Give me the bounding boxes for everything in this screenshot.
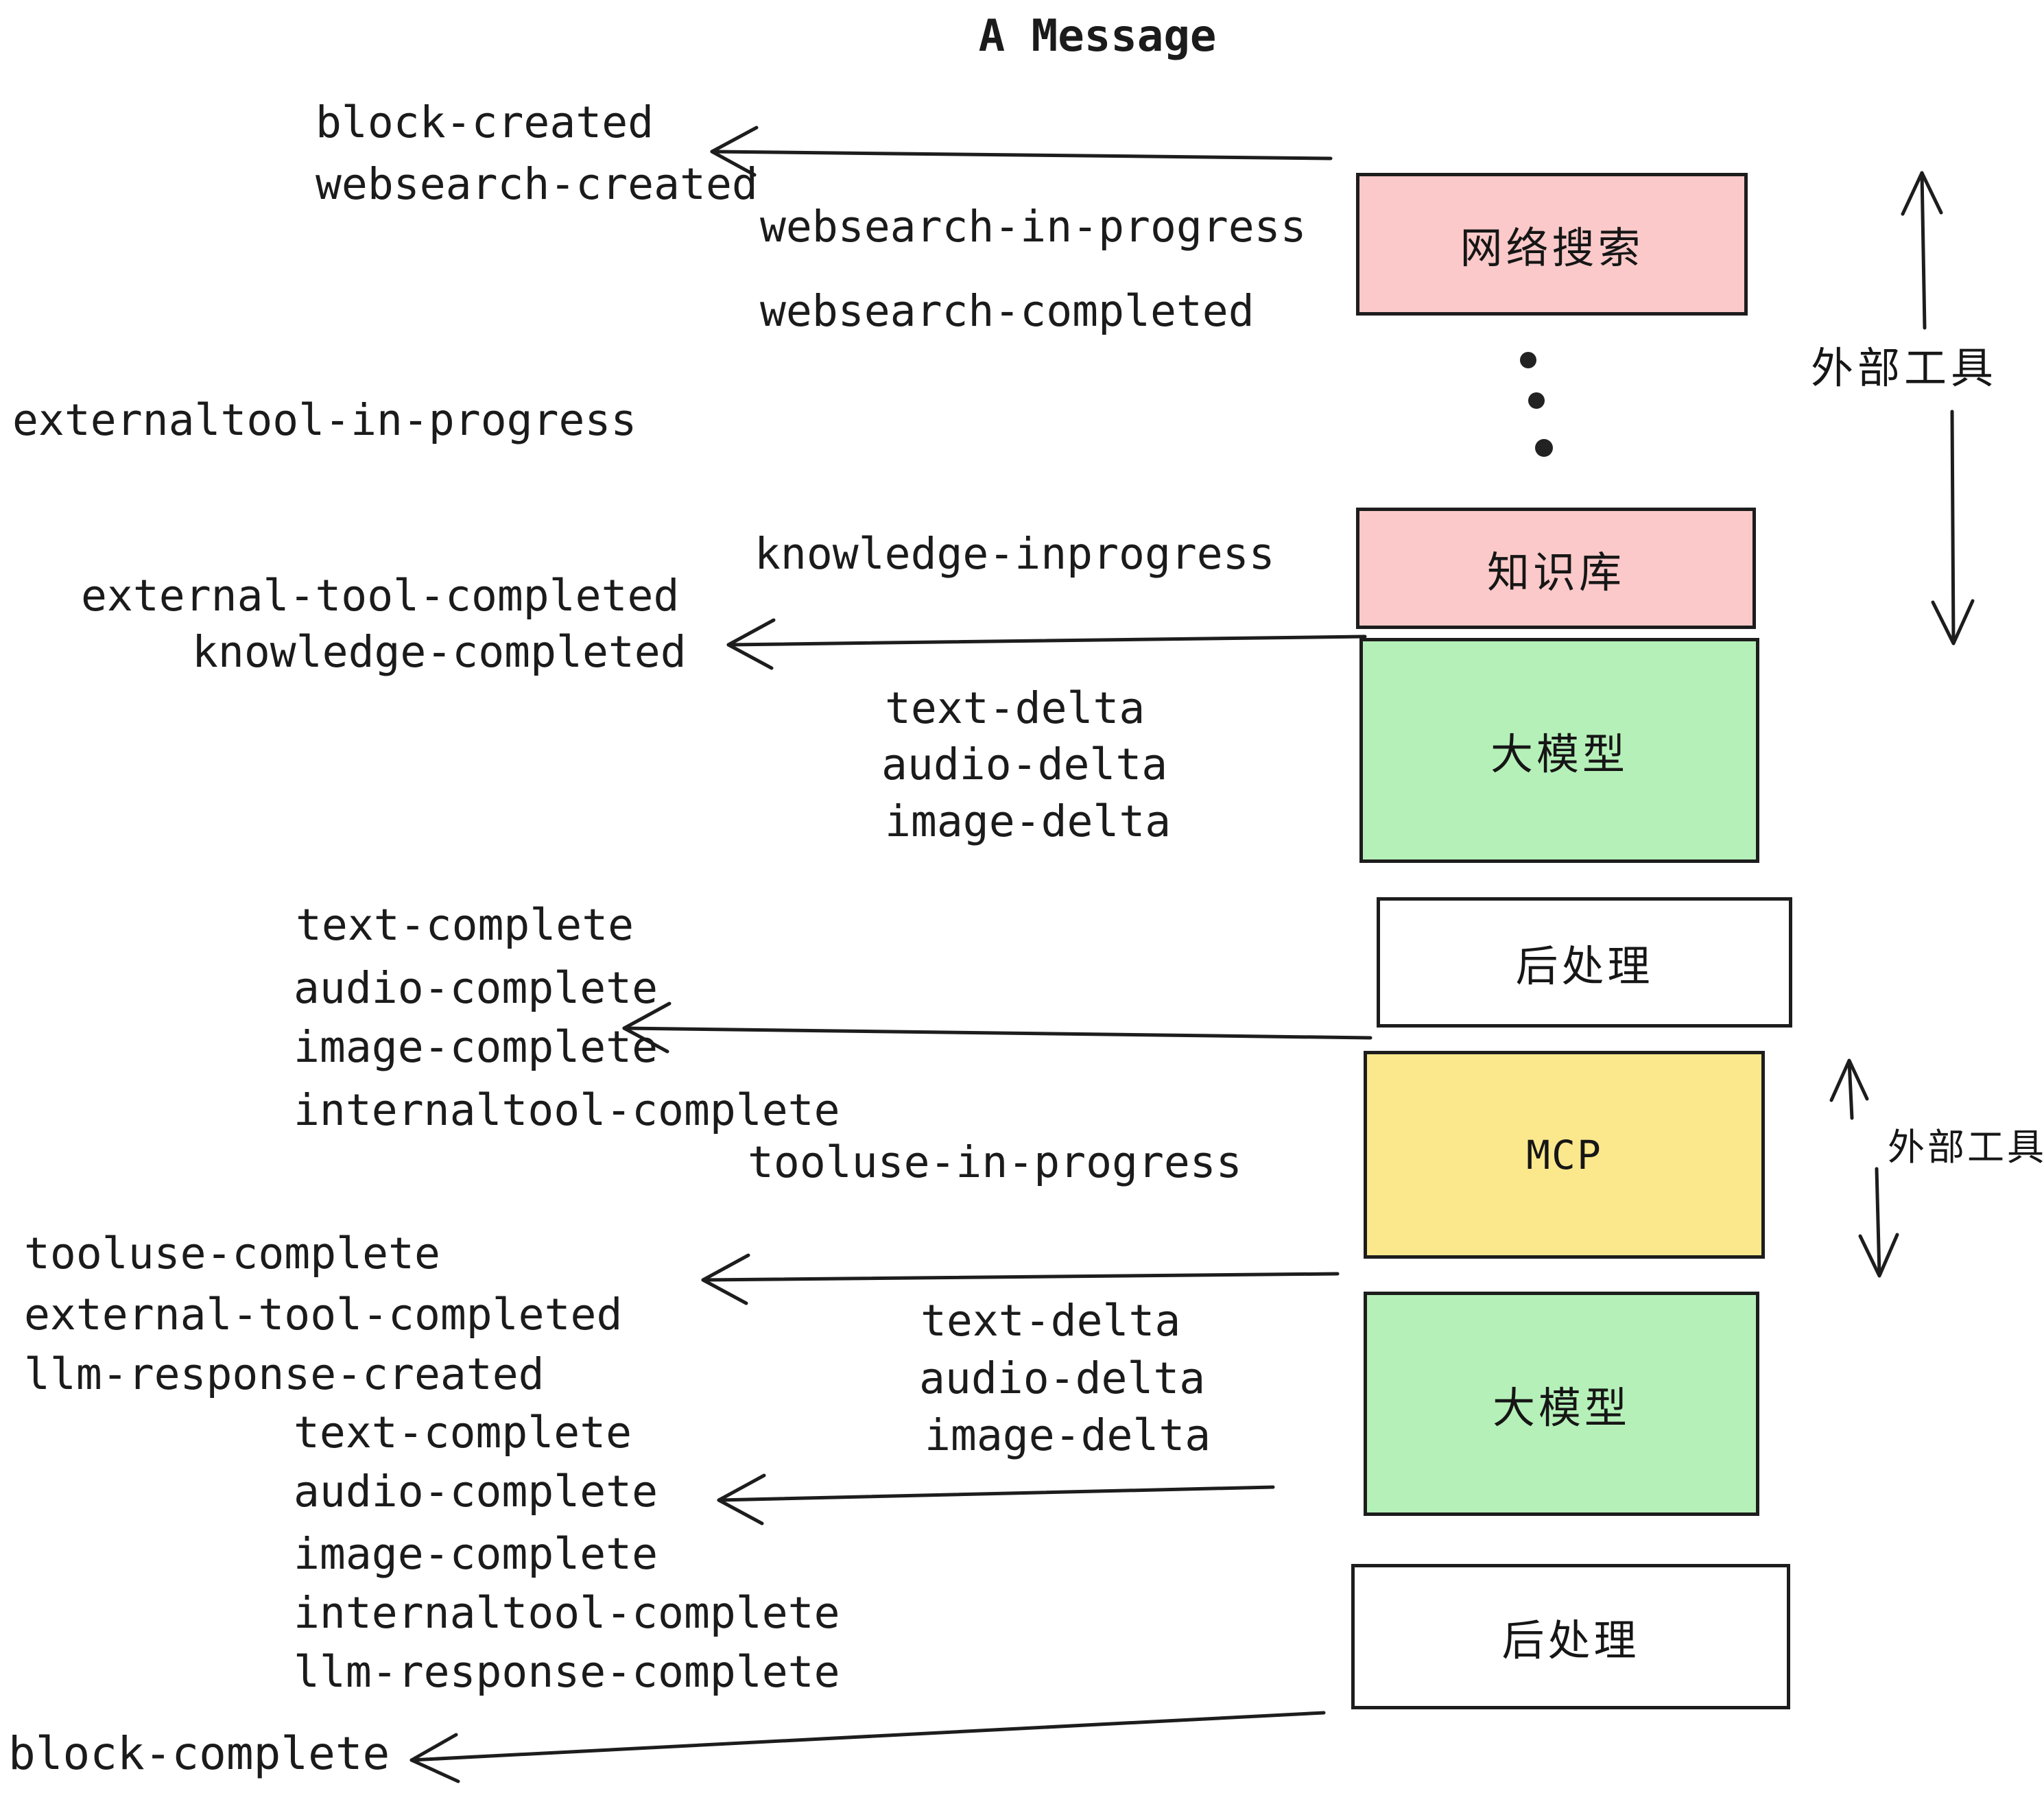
- node-post-1: 后处理: [1377, 897, 1792, 1028]
- annotation-external-tools-mcp: 外部工具: [1888, 1127, 2044, 1168]
- node-post-2-label: 后处理: [1501, 1617, 1640, 1665]
- node-llm-1: 大模型: [1359, 638, 1759, 863]
- event-label-image-delta: image-delta: [885, 796, 1172, 846]
- event-label-text-complete-2: text-complete: [294, 1408, 632, 1458]
- event-label-block-created: block-created: [316, 97, 654, 147]
- event-label-knowledge-inprogress: knowledge-inprogress: [754, 529, 1275, 579]
- event-label-externaltool-in-progress: externaltool-in-progress: [12, 395, 637, 445]
- arrow-tooluse-complete: [701, 1253, 1340, 1305]
- event-label-block-complete: block-complete: [8, 1727, 390, 1780]
- arrow-block-complete: [409, 1711, 1326, 1783]
- mcp-external-up-arrow: [1829, 1058, 1869, 1120]
- event-label-text-delta-2: text-delta: [920, 1296, 1181, 1346]
- external-tools-up-arrow: [1901, 171, 1943, 330]
- event-label-websearch-completed: websearch-completed: [760, 286, 1255, 336]
- event-label-llm-response-complete: llm-response-complete: [294, 1647, 840, 1697]
- annotation-external-tools-top: 外部工具: [1811, 345, 1998, 392]
- node-knowledge-label: 知识库: [1486, 549, 1625, 597]
- event-label-knowledge-completed: knowledge-completed: [192, 627, 687, 677]
- event-label-image-complete: image-complete: [294, 1022, 658, 1072]
- event-label-audio-delta: audio-delta: [881, 739, 1168, 790]
- event-label-image-delta-2: image-delta: [925, 1410, 1211, 1460]
- node-post-label: 后处理: [1515, 943, 1654, 990]
- external-tools-down-arrow: [1931, 410, 1975, 645]
- arrow-internaltool-complete: [622, 1001, 1372, 1054]
- event-label-internaltool-complete: internaltool-complete: [294, 1085, 840, 1135]
- diagram-title: A Message: [978, 11, 1217, 62]
- event-label-external-tool-completed-2: external-tool-completed: [24, 1290, 623, 1340]
- event-label-websearch-created: websearch-created: [316, 159, 758, 209]
- ellipsis-dots: [1520, 352, 1553, 457]
- node-knowledge: 知识库: [1356, 508, 1756, 629]
- event-label-llm-response-created: llm-response-created: [24, 1349, 545, 1399]
- node-llm-2: 大模型: [1364, 1292, 1759, 1516]
- node-llm-2-label: 大模型: [1492, 1384, 1630, 1432]
- event-label-image-complete-2: image-complete: [294, 1529, 658, 1579]
- node-post-2: 后处理: [1351, 1564, 1790, 1709]
- event-label-internaltool-complete-2: internaltool-complete: [294, 1588, 840, 1638]
- node-websearch-label: 网络搜索: [1460, 225, 1644, 272]
- arrow-knowledge-completed: [726, 618, 1367, 670]
- event-label-tooluse-complete: tooluse-complete: [24, 1229, 440, 1279]
- event-label-audio-complete-2: audio-complete: [294, 1467, 658, 1517]
- event-label-external-tool-completed: external-tool-completed: [81, 571, 680, 621]
- node-llm-label: 大模型: [1490, 731, 1628, 779]
- mcp-external-down-arrow: [1858, 1167, 1899, 1278]
- event-label-text-complete: text-complete: [296, 900, 634, 950]
- event-label-text-delta: text-delta: [885, 683, 1145, 733]
- node-mcp: MCP: [1364, 1051, 1765, 1259]
- event-label-audio-delta-2: audio-delta: [919, 1353, 1206, 1403]
- node-mcp-label: MCP: [1526, 1131, 1602, 1178]
- event-label-tooluse-in-progress: tooluse-in-progress: [748, 1137, 1242, 1187]
- arrow-audio-complete: [717, 1473, 1275, 1526]
- event-label-websearch-in-progress: websearch-in-progress: [760, 202, 1307, 252]
- arrow-block-created: [710, 126, 1333, 177]
- node-websearch: 网络搜索: [1356, 173, 1748, 316]
- event-label-audio-complete: audio-complete: [294, 963, 658, 1013]
